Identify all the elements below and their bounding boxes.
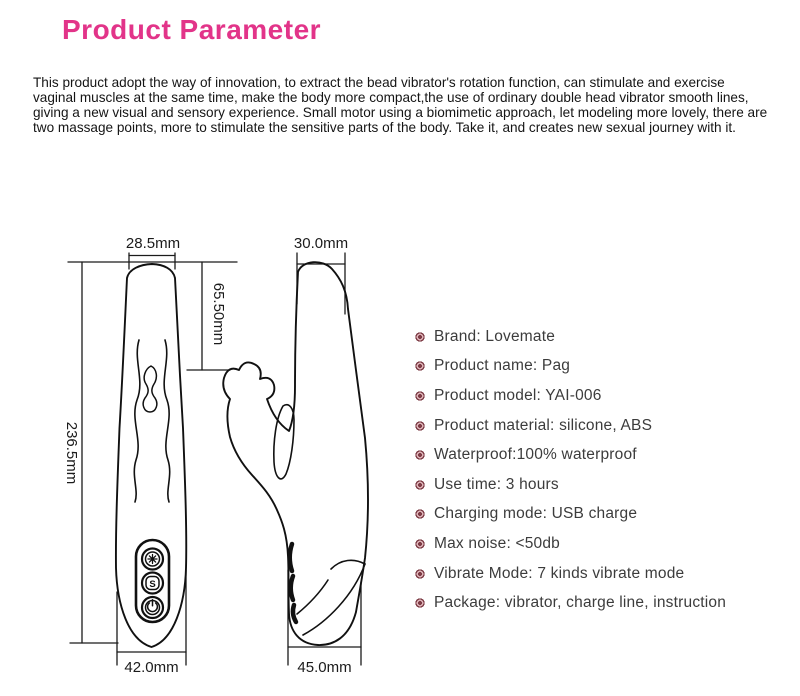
spec-item: Product model: YAI-006 bbox=[415, 381, 726, 411]
bullet-icon bbox=[415, 538, 425, 549]
spec-text: Brand: Lovemate bbox=[434, 327, 556, 345]
spec-item: Use time: 3 hours bbox=[415, 470, 726, 500]
s-icon: S bbox=[149, 579, 155, 590]
spec-text: Product name: Pag bbox=[434, 357, 571, 375]
spec-item: Product material: silicone, ABS bbox=[415, 411, 726, 441]
bullet-icon bbox=[415, 361, 425, 372]
spec-text: Waterproof:100% waterproof bbox=[434, 446, 637, 464]
product-description: This product adopt the way of innovation… bbox=[33, 75, 768, 135]
spec-item: Waterproof:100% waterproof bbox=[415, 440, 726, 470]
vibrate-button bbox=[140, 571, 165, 595]
bead-contour-left bbox=[133, 339, 141, 503]
bullet-icon bbox=[415, 450, 425, 461]
dim-label-head-length: 65.50mm bbox=[210, 283, 227, 346]
spec-item: Package: vibrator, charge line, instruct… bbox=[415, 588, 726, 618]
spec-text: Product model: YAI-006 bbox=[434, 386, 602, 404]
bead-bulb bbox=[142, 365, 158, 413]
front-view-outline bbox=[114, 263, 188, 648]
bullet-icon bbox=[415, 598, 425, 609]
dim-label-side-bottom-width: 45.0mm bbox=[297, 659, 351, 676]
base-cap-seam bbox=[330, 559, 366, 570]
spec-item: Max noise: <50db bbox=[415, 529, 726, 559]
rotation-button bbox=[140, 547, 165, 571]
base-ridges bbox=[287, 541, 299, 625]
spec-item: Charging mode: USB charge bbox=[415, 500, 726, 530]
control-panel: S bbox=[134, 538, 171, 624]
spec-text: Use time: 3 hours bbox=[434, 475, 559, 493]
bullet-icon bbox=[415, 568, 425, 579]
spec-item: Vibrate Mode: 7 kinds vibrate mode bbox=[415, 559, 726, 589]
bead-contour-right bbox=[163, 339, 171, 503]
dim-label-front-top-width: 28.5mm bbox=[126, 235, 180, 252]
front-view-drawing: S bbox=[114, 263, 188, 648]
dimension-diagram: 28.5mm 30.0mm 65.50mm 236.5mm 42.0mm 45.… bbox=[63, 235, 369, 676]
dim-label-total-length: 236.5mm bbox=[63, 422, 80, 485]
bullet-icon bbox=[415, 390, 425, 401]
spec-list: Brand: Lovemate Product name: Pag Produc… bbox=[415, 322, 726, 618]
spec-item: Product name: Pag bbox=[415, 352, 726, 382]
spec-text: Max noise: <50db bbox=[434, 534, 560, 552]
bullet-icon bbox=[415, 331, 425, 342]
page-title: Product Parameter bbox=[62, 14, 322, 45]
spec-text: Package: vibrator, charge line, instruct… bbox=[434, 594, 727, 612]
ear-slot bbox=[273, 404, 295, 480]
star-icon bbox=[147, 553, 158, 565]
power-button bbox=[140, 595, 165, 620]
bullet-icon bbox=[415, 479, 425, 490]
side-view-outline bbox=[222, 261, 369, 646]
spec-item: Brand: Lovemate bbox=[415, 322, 726, 352]
dim-label-side-top-width: 30.0mm bbox=[294, 235, 348, 252]
dimension-lines bbox=[67, 252, 362, 666]
bullet-icon bbox=[415, 420, 425, 431]
dim-label-front-bottom-width: 42.0mm bbox=[124, 659, 178, 676]
spec-text: Product material: silicone, ABS bbox=[434, 416, 653, 434]
side-view-drawing bbox=[222, 261, 369, 646]
bullet-icon bbox=[415, 509, 425, 520]
power-icon bbox=[146, 599, 159, 613]
spec-text: Vibrate Mode: 7 kinds vibrate mode bbox=[434, 564, 685, 582]
spec-text: Charging mode: USB charge bbox=[434, 505, 638, 523]
